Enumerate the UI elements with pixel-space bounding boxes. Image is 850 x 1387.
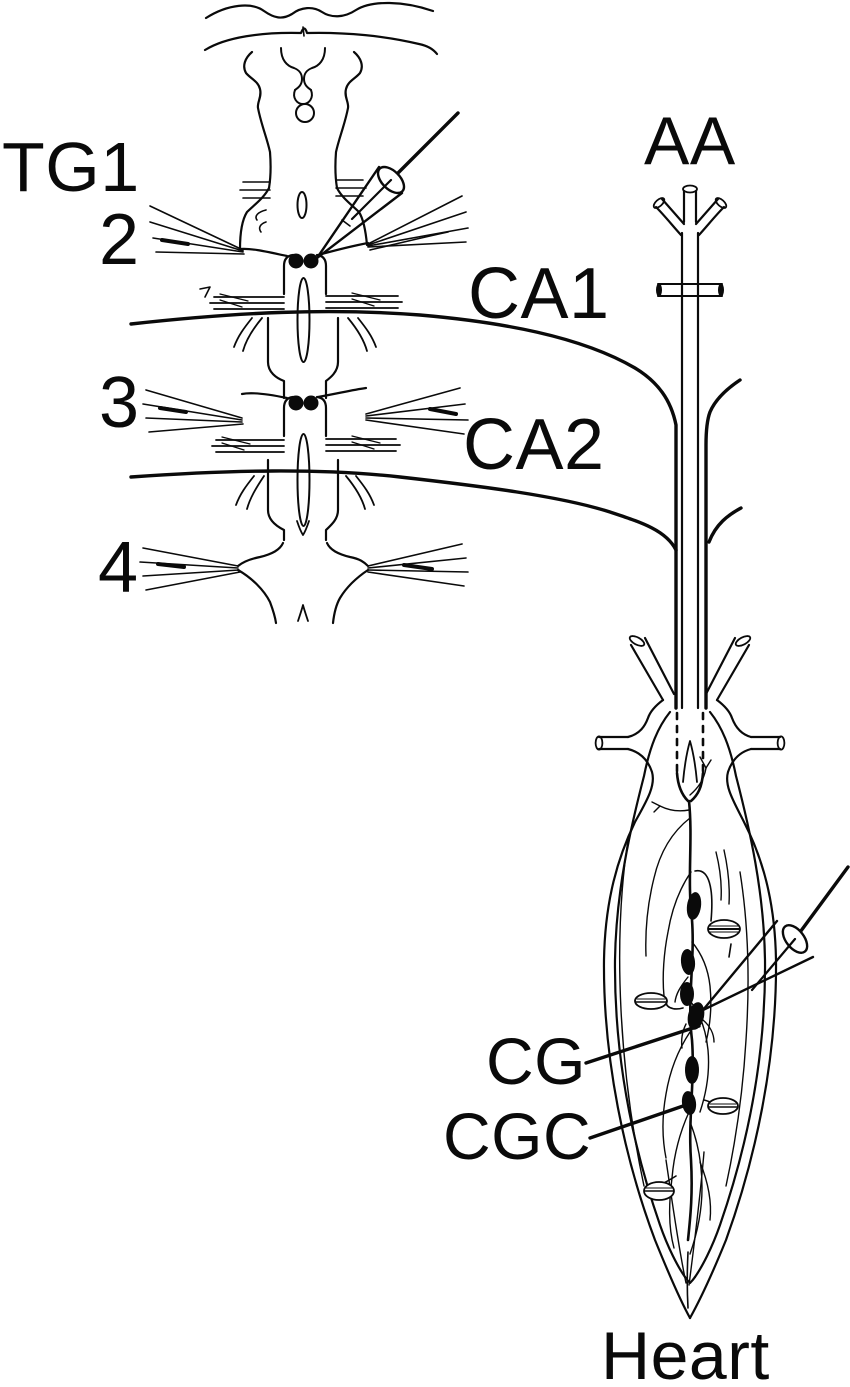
soma-dot [303,395,319,411]
cardiac-ganglion-trunk [686,799,695,1309]
label-g2: 2 [99,200,140,280]
nerve-fan [365,387,469,435]
soma [681,1091,697,1115]
soma [686,892,702,920]
cardioarterial-nerves [129,309,743,803]
cgc-leader-line [588,1103,688,1140]
label-aa: AA [644,103,736,179]
soma [680,949,696,975]
nerve-fan [139,547,241,591]
nerve-roots [209,292,403,352]
ostium [707,919,741,939]
ca1-nerve-contralateral [704,378,742,710]
label-g3: 3 [99,363,140,443]
ganglion-2 [149,195,469,400]
ganglion-4 [139,520,469,625]
nerve-fan [367,543,469,587]
microelectrode-heart-icon [701,865,850,1012]
ca1-nerve [129,309,678,710]
ca2-nerve [129,469,678,552]
nerve-fan [367,195,469,251]
label-cgc: CGC [443,1099,592,1173]
nerve-fan [149,205,245,255]
label-ca2: CA2 [463,405,605,485]
ganglion-3 [142,386,469,542]
ostium [634,992,668,1010]
anterior-body-margin [203,1,439,56]
heart-nerve-branches [618,756,749,1286]
label-ca1: CA1 [468,254,610,334]
soma [685,1056,699,1084]
label-tg1: TG1 [2,128,140,206]
anterior-aorta [652,184,728,710]
label-heart: Heart [601,1318,770,1387]
tg1-ganglion [199,47,369,298]
ostia [634,919,741,1201]
cg-leader-line [584,1024,701,1065]
ostium [707,1097,739,1115]
label-cg: CG [486,1024,586,1098]
microelectrode-tg2-icon [315,111,460,260]
label-g4: 4 [98,528,139,608]
nerve-roots [211,435,401,510]
soma-dot [288,395,304,411]
ganglion-somata [680,892,705,1115]
ca2-nerve-contralateral [707,506,743,544]
leader-lines [584,1024,701,1140]
aorta-crossbar [656,283,724,297]
soma-dot [288,253,304,269]
ostium [643,1181,675,1201]
soma [687,1002,705,1030]
nerve-fan [142,389,244,433]
soma [680,982,694,1006]
soma-dot [303,253,319,269]
heart-outline [594,635,786,1320]
